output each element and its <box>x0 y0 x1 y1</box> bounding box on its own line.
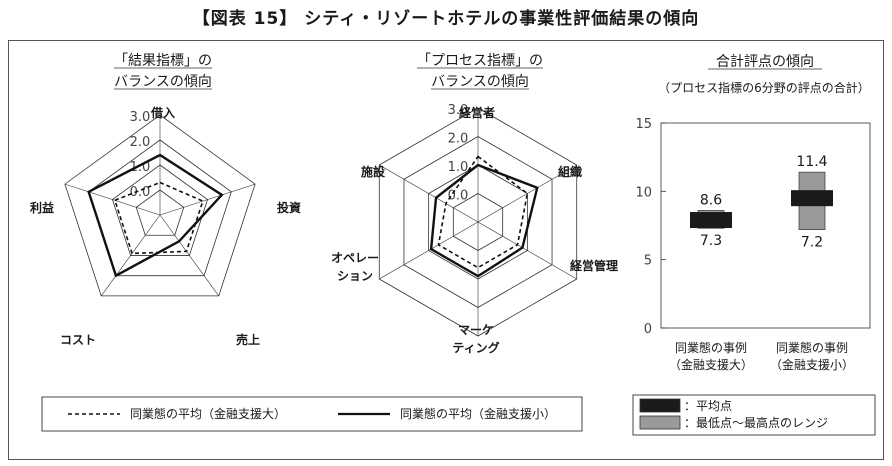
figure-title: 【図表 15】 シティ・リゾートホテルの事業性評価結果の傾向 <box>192 9 700 29</box>
tick-label: 1.0 <box>448 160 469 175</box>
axis-label: 売上 <box>236 332 260 347</box>
axis-label: 施設 <box>361 164 386 179</box>
range-chart-title: 合計評点の傾向 <box>716 54 814 70</box>
average-label: 7.9 <box>699 213 724 229</box>
radar-title-line: バランスの傾向 <box>431 74 529 90</box>
axis-label: マーケ <box>458 323 494 337</box>
tick-label: 3.0 <box>130 110 151 125</box>
series-line-dashed <box>113 181 204 255</box>
range-chart-subtitle: （プロセス指標の6分野の評点の合計） <box>658 80 870 95</box>
axis-label: オペレー <box>331 251 379 265</box>
axis-spoke <box>379 221 479 280</box>
axis-label: 経営者 <box>459 105 495 120</box>
axis-spoke <box>159 183 256 216</box>
tick-label: 0.0 <box>448 189 469 204</box>
legend-swatch <box>639 415 681 430</box>
axis-spoke <box>159 214 220 297</box>
min-label: 7.2 <box>801 235 823 251</box>
max-label: 11.4 <box>796 154 827 170</box>
axis-spoke <box>100 214 161 297</box>
grid-ring <box>64 114 256 297</box>
grid-ring <box>135 189 185 236</box>
average-bar <box>791 190 833 207</box>
axis-spoke <box>379 164 479 223</box>
axis-label: 借入 <box>150 105 175 120</box>
category-label: （金融支援大） <box>669 357 753 372</box>
figure-frame <box>8 40 884 460</box>
legend-box <box>632 394 876 436</box>
axis-label: ティング <box>452 340 499 355</box>
legend-box <box>41 396 583 432</box>
category-label: 同業態の事例 <box>675 340 747 355</box>
grid-ring <box>111 164 209 256</box>
axis-label: 組織 <box>558 164 582 179</box>
grid-ring <box>88 139 232 277</box>
legend-label: 同業態の平均（金融支援小） <box>400 406 556 421</box>
axis-spoke <box>64 183 161 216</box>
tick-label: 3.0 <box>448 103 469 118</box>
legend-label: ：平均点 <box>684 399 732 413</box>
category-label: （金融支援小） <box>770 357 854 372</box>
y-tick-label: 0 <box>644 322 652 337</box>
radar-title-line: バランスの傾向 <box>114 74 212 90</box>
axis-label: ション <box>337 269 373 283</box>
radar-title-line: 「結果指標」の <box>114 53 212 69</box>
y-tick-label: 15 <box>635 117 652 132</box>
series-line-dashed <box>437 155 529 269</box>
radar-title-line: 「プロセス指標」の <box>417 53 543 69</box>
average-bar <box>690 212 732 229</box>
axis-label: コスト <box>60 333 96 347</box>
line-legend: 同業態の平均（金融支援大） 同業態の平均（金融支援小） <box>41 396 583 432</box>
y-tick-label: 5 <box>644 254 652 269</box>
legend-label: 同業態の平均（金融支援大） <box>130 406 286 421</box>
max-label: 8.6 <box>700 192 722 208</box>
axis-spoke <box>477 164 577 223</box>
tick-label: 2.0 <box>130 135 151 150</box>
category-label: 同業態の事例 <box>776 340 848 355</box>
series-line-solid <box>87 153 224 278</box>
y-tick-label: 10 <box>635 185 652 200</box>
tick-label: 0.0 <box>130 185 151 200</box>
plot-frame <box>660 122 871 329</box>
series-line-solid <box>429 163 539 278</box>
legend-label: ：最低点～最高点のレンジ <box>684 415 828 430</box>
axis-label: 利益 <box>30 200 54 215</box>
axis-label: 経営管理 <box>570 258 618 273</box>
tick-label: 2.0 <box>448 132 469 147</box>
range-chart-total-score: 合計評点の傾向 （プロセス指標の6分野の評点の合計） 0 5 10 15 7.9 8.6 7.3… <box>635 54 871 372</box>
axis-label: 投資 <box>277 200 301 215</box>
average-label: 9.5 <box>800 191 825 207</box>
min-label: 7.3 <box>700 233 722 249</box>
legend-swatch <box>639 398 681 413</box>
range-legend: ：平均点 ：最低点～最高点のレンジ <box>632 394 876 436</box>
axis-spoke <box>477 221 577 280</box>
